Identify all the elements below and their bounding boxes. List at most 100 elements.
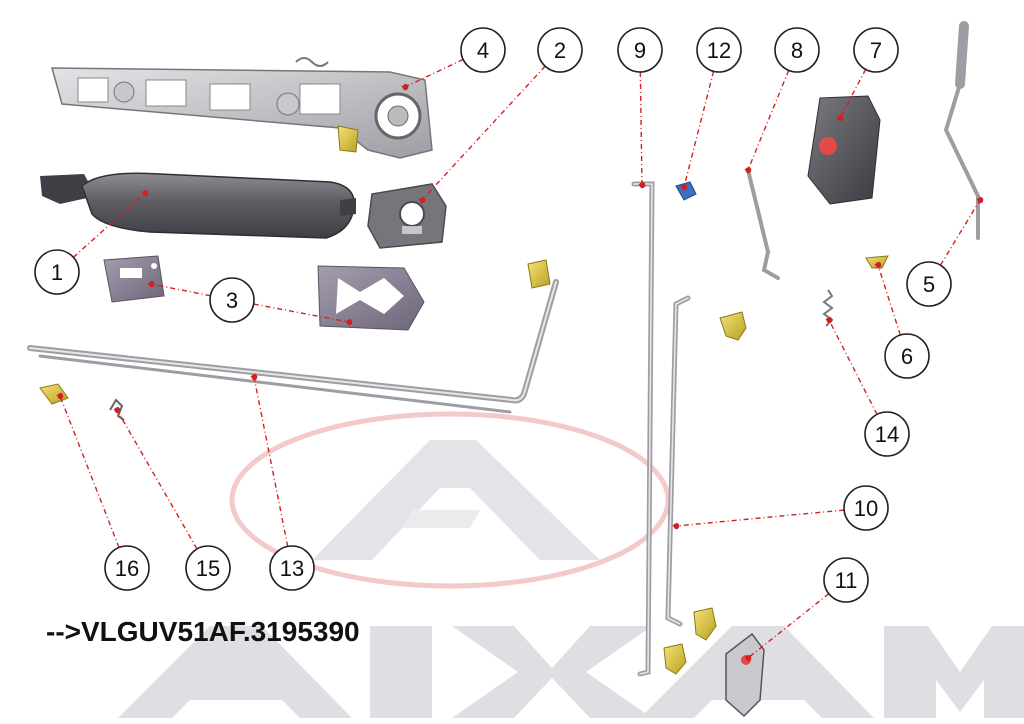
part-15-spring-clip [109, 398, 125, 421]
watermark-logo [118, 411, 1024, 718]
part-16-clip [39, 383, 69, 405]
brass-clips [663, 311, 747, 675]
leader-line-3 [150, 283, 211, 297]
leader-line-7 [839, 69, 867, 119]
leader-line-15 [116, 409, 198, 550]
callout-number: 6 [901, 344, 913, 369]
part-1-handle [40, 172, 356, 239]
callout-circle [853, 27, 899, 73]
callout-circle [843, 485, 889, 531]
callout-circle [185, 545, 231, 591]
callout-2: 2 [537, 27, 583, 73]
leader-line-13 [253, 376, 289, 547]
leader-dot-15 [113, 406, 121, 414]
leader-dot-4 [401, 83, 409, 91]
part-9-rod [631, 181, 655, 677]
callout-14: 14 [864, 411, 910, 457]
leader-dot-10 [672, 522, 680, 530]
leader-dot-6 [874, 261, 882, 269]
callout-5: 5 [906, 261, 952, 307]
callout-7: 7 [853, 27, 899, 73]
callout-number: 5 [923, 272, 935, 297]
leader-line-9 [639, 71, 643, 186]
leader-dot-13 [250, 373, 258, 381]
leader-lines [56, 58, 984, 662]
callout-4: 4 [460, 27, 506, 73]
callout-number: 3 [226, 288, 238, 313]
callout-circle [617, 27, 663, 73]
callout-number: 13 [280, 556, 304, 581]
leader-line-5 [939, 199, 981, 266]
leader-line-1 [72, 192, 146, 258]
callout-circle [537, 27, 583, 73]
callout-circle [696, 27, 742, 73]
leader-line-8 [747, 70, 790, 171]
callout-number: 14 [875, 422, 899, 447]
callout-circle [906, 261, 952, 307]
part-2-cap [367, 183, 447, 249]
part-6-clip [865, 255, 889, 269]
part-13-clip [527, 259, 551, 289]
callout-circle [209, 277, 255, 323]
callout-circle [104, 545, 150, 591]
callout-8: 8 [774, 27, 820, 73]
callout-9: 9 [617, 27, 663, 73]
callout-number: 8 [791, 38, 803, 63]
leader-dot-1 [141, 189, 149, 197]
callout-10: 10 [843, 485, 889, 531]
callout-number: 16 [115, 556, 139, 581]
leader-dot-2 [418, 196, 426, 204]
leader-dot-9 [638, 181, 646, 189]
leader-dot-14 [825, 316, 833, 324]
part-8-bent-rod [746, 168, 780, 280]
part-11-lever [725, 632, 765, 718]
leader-line-2 [421, 65, 546, 201]
part-3-gaskets [103, 255, 425, 331]
leader-dot-11 [744, 654, 752, 662]
leader-dot-8 [744, 166, 752, 174]
callout-number: 10 [854, 496, 878, 521]
part-10-rod [665, 295, 691, 627]
leader-dot-5 [976, 196, 984, 204]
callout-number: 15 [196, 556, 220, 581]
leader-dot-3 [147, 280, 155, 288]
callout-11: 11 [823, 557, 869, 603]
part-13-rod [27, 279, 559, 414]
leader-line-16 [59, 395, 120, 548]
callout-3: 3 [209, 277, 255, 323]
callout-number: 4 [477, 38, 489, 63]
callout-number: 2 [554, 38, 566, 63]
leader-line-14 [828, 319, 878, 415]
leader-line-10 [675, 509, 845, 527]
callout-number: 11 [835, 568, 858, 593]
leader-dot-16 [56, 392, 64, 400]
callout-13: 13 [269, 545, 315, 591]
reference-code: -->VLGUV51AF.3195390 [46, 616, 360, 647]
callout-circle [823, 557, 869, 603]
leader-line-6 [877, 264, 901, 336]
leader-dot-7 [836, 114, 844, 122]
callout-number: 7 [870, 38, 882, 63]
leader-line-4 [404, 58, 464, 88]
leader-line-12 [683, 71, 715, 188]
leader-dot-12 [680, 183, 688, 191]
leader-line-3 [253, 303, 350, 323]
callout-15: 15 [185, 545, 231, 591]
part-7-knob [807, 95, 881, 205]
callout-16: 16 [104, 545, 150, 591]
callout-circle [34, 249, 80, 295]
callout-12: 12 [696, 27, 742, 73]
part-4-bracket [51, 57, 433, 159]
callout-6: 6 [884, 333, 930, 379]
callout-circle [884, 333, 930, 379]
leader-dot-3 [345, 318, 353, 326]
part-5-lock-rod [943, 21, 980, 240]
callout-circle [864, 411, 910, 457]
callout-number: 9 [634, 38, 646, 63]
callout-circle [774, 27, 820, 73]
callout-number: 1 [51, 260, 63, 285]
callout-circle [269, 545, 315, 591]
callout-1: 1 [34, 249, 80, 295]
